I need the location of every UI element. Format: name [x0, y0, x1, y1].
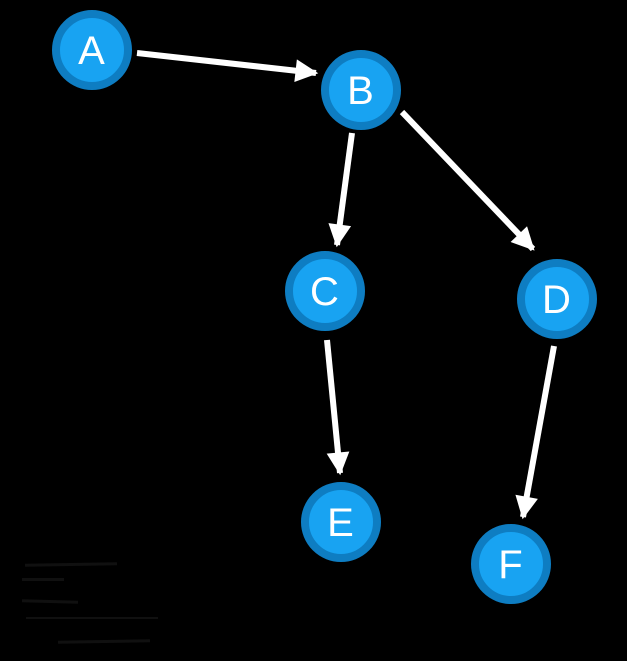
- edge-A-B-arrow: [136, 50, 319, 83]
- node-D-label: D: [542, 278, 572, 322]
- node-F-circle[interactable]: [471, 524, 551, 604]
- node-E-label: E: [327, 501, 355, 545]
- edge-C-E-arrow: [324, 339, 350, 476]
- node-B-circle[interactable]: [321, 50, 401, 130]
- node-A-circle[interactable]: [52, 10, 132, 90]
- node-B[interactable]: B: [321, 50, 401, 130]
- node-B-label: B: [347, 69, 375, 113]
- node-F-label: F: [498, 543, 523, 587]
- node-E[interactable]: E: [301, 482, 381, 562]
- edge-B-C-arrow: [328, 132, 355, 248]
- edge-D-F-arrow: [515, 345, 557, 520]
- node-E-circle[interactable]: [301, 482, 381, 562]
- node-F[interactable]: F: [471, 524, 551, 604]
- edge-B-D-arrow: [399, 109, 536, 252]
- node-C-circle[interactable]: [285, 251, 365, 331]
- nodes-layer: A B C D E F: [52, 10, 597, 604]
- node-A-label: A: [78, 29, 106, 73]
- node-C[interactable]: C: [285, 251, 365, 331]
- edges-layer: [136, 50, 557, 520]
- node-D-circle[interactable]: [517, 259, 597, 339]
- node-A[interactable]: A: [52, 10, 132, 90]
- node-C-label: C: [310, 270, 340, 314]
- node-D[interactable]: D: [517, 259, 597, 339]
